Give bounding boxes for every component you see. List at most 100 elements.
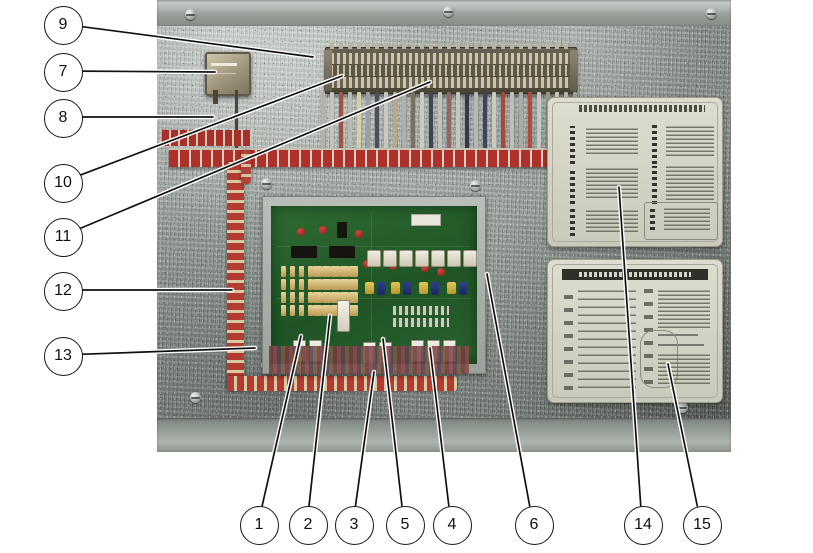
callout-5[interactable]: 5 <box>385 505 425 545</box>
connector-tabs <box>330 43 572 49</box>
ceramic-capacitor <box>403 282 411 295</box>
relay-module <box>399 250 413 267</box>
resistor <box>322 305 327 316</box>
wire <box>429 92 433 154</box>
pinout-placard <box>547 97 723 247</box>
wire <box>411 92 415 154</box>
resistor <box>335 279 340 290</box>
resistor <box>313 305 318 316</box>
resistor <box>313 266 318 277</box>
resistor <box>353 266 358 277</box>
relay-module <box>447 250 461 267</box>
wire <box>393 92 397 154</box>
pcb-diode <box>437 268 445 276</box>
placard-header-bar <box>561 269 709 280</box>
callout-4[interactable]: 4 <box>432 505 472 545</box>
callout-label: 11 <box>54 228 72 245</box>
resistor <box>344 266 349 277</box>
callout-label: 2 <box>303 516 313 533</box>
callout-9[interactable]: 9 <box>43 5 83 45</box>
callout-label: 8 <box>58 109 68 126</box>
wire <box>474 92 478 154</box>
callout-11[interactable]: 11 <box>43 217 83 257</box>
panel-photograph <box>157 0 731 452</box>
resistor <box>317 266 322 277</box>
resistor <box>322 292 327 303</box>
callout-3[interactable]: 3 <box>334 505 374 545</box>
pcb-diode <box>421 264 429 272</box>
callout-7[interactable]: 7 <box>43 52 83 92</box>
resistor <box>308 292 313 303</box>
callout-8[interactable]: 8 <box>43 98 83 138</box>
panel-screw <box>190 392 201 403</box>
wire <box>483 92 487 154</box>
wire <box>402 92 406 154</box>
callout-2[interactable]: 2 <box>288 505 328 545</box>
callout-1[interactable]: 1 <box>239 505 279 545</box>
placard-text-block <box>586 208 638 232</box>
wire <box>447 92 451 154</box>
resistor <box>349 305 354 316</box>
pcb-diode <box>319 226 327 234</box>
pcb-ic <box>291 246 317 258</box>
wire <box>465 92 469 154</box>
panel-bottom-edge <box>157 418 731 452</box>
resistor <box>331 292 336 303</box>
resistor <box>331 305 336 316</box>
resistor <box>349 266 354 277</box>
pin-header <box>393 306 449 315</box>
pcb-label <box>411 214 441 226</box>
callout-13[interactable]: 13 <box>43 336 83 376</box>
panel-screw <box>677 402 688 413</box>
resistor <box>299 292 304 303</box>
callout-15[interactable]: 15 <box>682 505 722 545</box>
placard-text-block <box>658 354 710 384</box>
wire <box>375 92 379 154</box>
placard-pin-dots <box>652 124 657 164</box>
resistor <box>331 266 336 277</box>
printed-circuit-board <box>271 206 477 364</box>
ceramic-capacitor <box>431 282 439 295</box>
placard-pin-dots <box>652 166 657 204</box>
resistor <box>299 279 304 290</box>
placard-title-text <box>579 105 705 112</box>
pin-header <box>393 318 449 327</box>
callout-label: 12 <box>54 282 72 299</box>
enclosure-module <box>205 52 251 96</box>
resistor <box>313 279 318 290</box>
wiring-loom-horizontal <box>227 376 457 391</box>
placard-pin-dots <box>650 208 655 230</box>
resistor <box>322 279 327 290</box>
relay-module <box>367 250 381 267</box>
wire <box>420 92 424 154</box>
callout-6[interactable]: 6 <box>514 505 554 545</box>
callout-label: 7 <box>58 63 68 80</box>
placard-text-block <box>658 288 710 328</box>
wire <box>438 92 442 154</box>
resistor <box>290 292 295 303</box>
resistor <box>299 266 304 277</box>
callout-14[interactable]: 14 <box>623 505 663 545</box>
connector-pin-row <box>331 77 571 88</box>
callout-label: 9 <box>58 16 68 33</box>
resistor <box>335 292 340 303</box>
resistor <box>349 279 354 290</box>
callout-10[interactable]: 10 <box>43 163 83 203</box>
terminal-connector-block <box>324 43 578 94</box>
lookup-table-placard <box>547 259 723 403</box>
resistor <box>340 279 345 290</box>
callout-label: 10 <box>54 174 72 191</box>
resistor <box>340 266 345 277</box>
resistor <box>281 305 286 316</box>
panel-screw <box>470 180 481 191</box>
wire <box>384 92 388 154</box>
wire <box>501 92 505 154</box>
callout-12[interactable]: 12 <box>43 271 83 311</box>
panel-screw <box>443 6 454 17</box>
film-capacitor <box>447 282 456 294</box>
wire <box>510 92 514 154</box>
placard-pin-dots <box>570 208 575 236</box>
trimmer-potentiometer <box>337 300 350 332</box>
wire <box>366 92 370 154</box>
relay-module <box>415 250 429 267</box>
